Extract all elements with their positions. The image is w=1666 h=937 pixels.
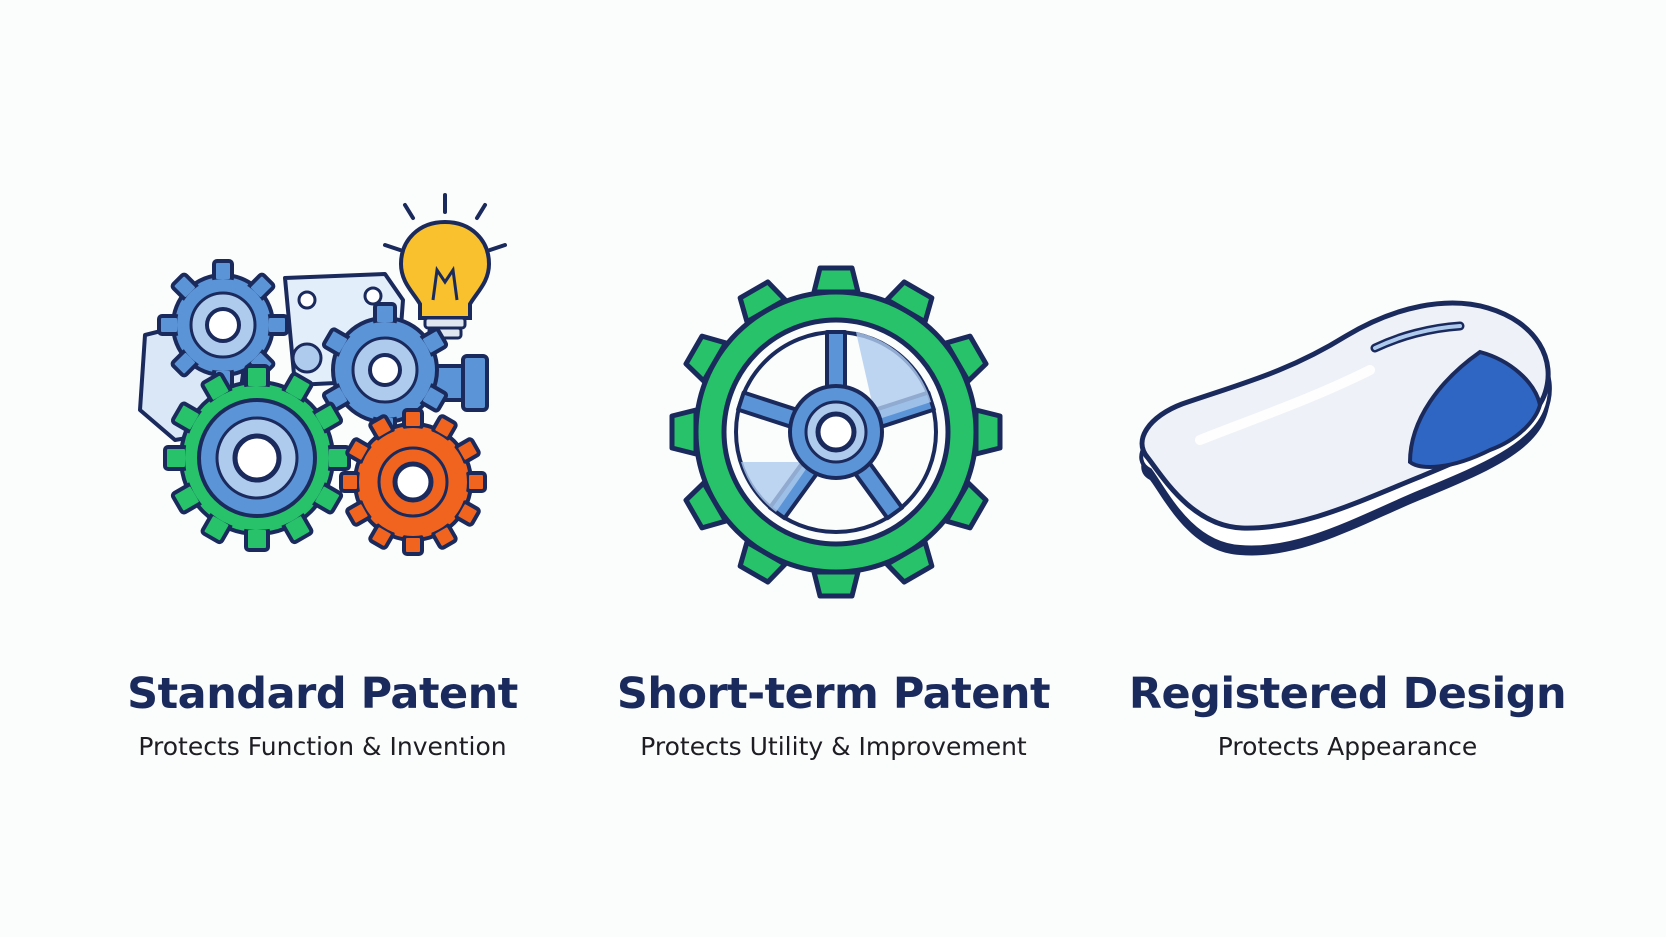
panel-subtitle: Protects Utility & Improvement (640, 732, 1027, 761)
panel-title: Short-term Patent (616, 669, 1051, 719)
panel-subtitle: Protects Function & Invention (138, 732, 507, 761)
panel-title: Standard Patent (127, 669, 518, 719)
panel-subtitle: Protects Appearance (1217, 732, 1478, 761)
panel-short-term-patent: Short-term Patent Protects Utility & Imp… (556, 0, 1111, 937)
caption-standard-patent: Standard Patent Protects Function & Inve… (45, 668, 600, 762)
gears-and-lightbulb-icon (138, 193, 507, 556)
panel-title: Registered Design (1128, 669, 1567, 719)
caption-registered-design: Registered Design Protects Appearance (1070, 668, 1625, 762)
panel-standard-patent: Standard Patent Protects Function & Inve… (45, 0, 600, 937)
gear-icon (669, 265, 1003, 599)
caption-short-term-patent: Short-term Patent Protects Utility & Imp… (556, 668, 1111, 762)
computer-mouse-icon (1139, 300, 1552, 556)
panel-registered-design: Registered Design Protects Appearance (1070, 0, 1625, 937)
